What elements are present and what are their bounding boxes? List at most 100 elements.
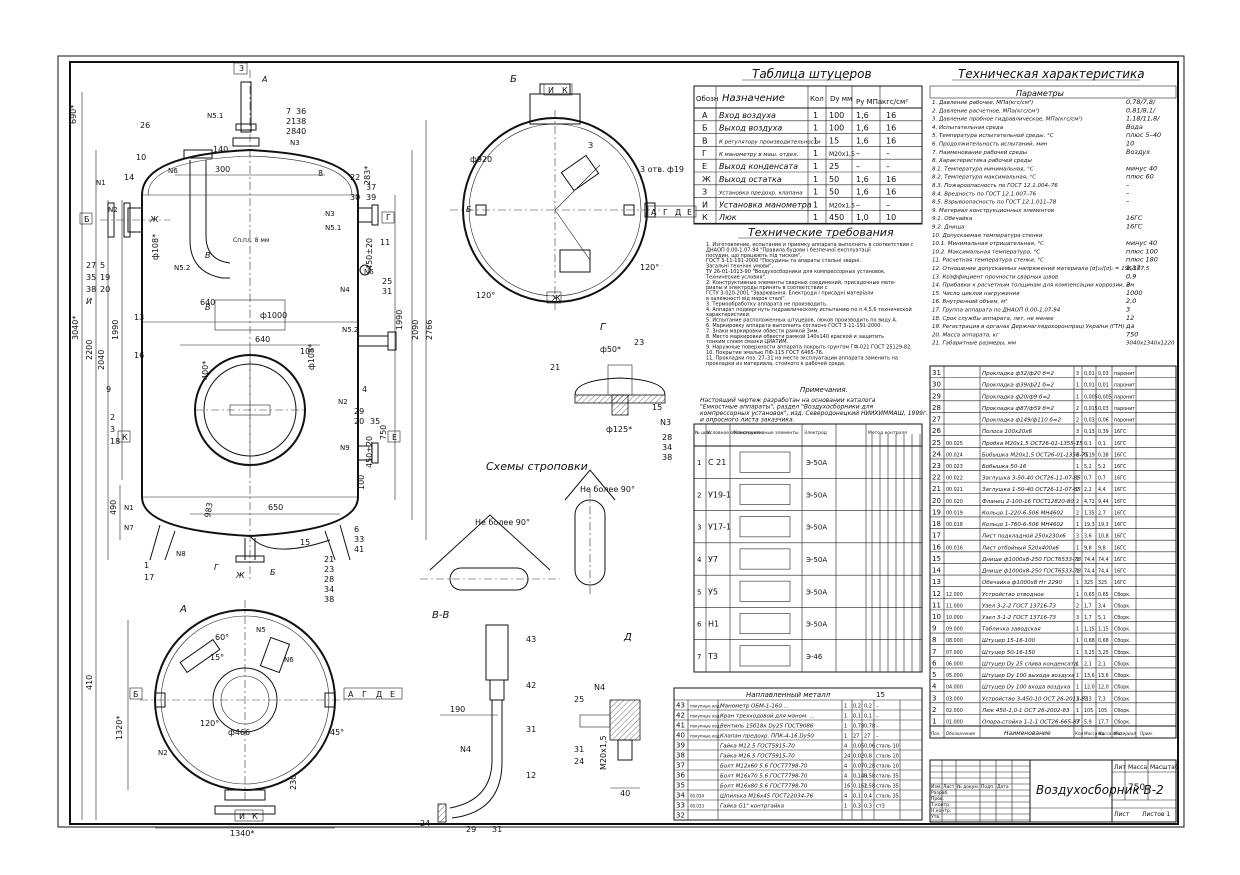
bom-right-cell: 05.000 [946, 673, 963, 679]
bom-left-cell: 4 [844, 774, 847, 780]
nozzle-row-qty: 1 [813, 188, 818, 197]
tech-req-line: 4. Аппарат подвергнуть гидравлическому и… [706, 306, 912, 313]
bom-right-cell: Заглушка 1-50-40 ОСТ26-11-07-85 [982, 487, 1081, 493]
tech-req-note-line: "Емкостные аппараты", раздел "Воздухосбо… [700, 404, 874, 411]
tech-req-line: характеристики. [706, 312, 751, 318]
callout: 20 [354, 417, 364, 426]
callout: N6 [364, 268, 374, 276]
view-b-labels: Б И К Б А Г Д Е Ж З ф920 3 отв. ф19 120°… [466, 74, 697, 304]
bom-right-cell: Фланец 2-100-16 ГОСТ12820-80 [982, 499, 1074, 505]
tech-char-param: 18. Срок службы аппарата, лет, не менее [932, 316, 1054, 322]
callout: А [261, 75, 267, 84]
bom-left-cell: Болт М16х70 5.6 ГОСТ7798-70 [720, 774, 808, 780]
bom-right-cell: 1 [1076, 627, 1079, 633]
weld-row-electrode: Э-50А [806, 588, 827, 596]
bom-right-cell: Табличка заводская [982, 627, 1041, 633]
bom-right-footer: Масса ед. [1084, 731, 1105, 736]
bom-right-cell: Узел 3-2-2 ГОСТ 13716-73 [982, 603, 1056, 609]
bom-right-cell: 25 [932, 439, 941, 447]
nozzle-row-pkgs: 10 [886, 213, 896, 222]
callout: 8 [318, 169, 323, 178]
dim-283: 283* [363, 166, 372, 185]
view-d-drawing [579, 699, 641, 761]
bom-right-cell: 26 [932, 427, 941, 435]
view-a-angle: 120° [200, 719, 219, 728]
nozzle-row-purpose: К манометру в маш. отдел. [719, 152, 799, 158]
bom-right-cell: 74,4 [1098, 569, 1109, 575]
bom-right-cell: 00.023 [946, 464, 963, 470]
bom-right-cell: 03.000 [946, 696, 963, 702]
nozzle-row-qty: 1 [813, 149, 818, 158]
bom-right-cell: 1 [1076, 685, 1079, 691]
tech-char-value: 1000 [1126, 289, 1143, 297]
nozzle-row-pmpa: 1,6 [856, 188, 869, 197]
view-a-angle: 15° [210, 653, 224, 662]
tech-req-line: 11. Прокладки поз. 27–31 на место эксплу… [706, 355, 898, 361]
weld-header: Конструктивные элементы [734, 430, 799, 436]
tech-char-value: 10 [1126, 140, 1134, 148]
weld-header: № шва [695, 430, 711, 436]
callout: N5.1 [207, 112, 223, 120]
bom-right-cell: 1,35 [1084, 510, 1095, 516]
callout: К [122, 433, 128, 442]
weld-header: Условное обозначение [707, 430, 761, 436]
bom-right-cell: 23 [932, 462, 941, 470]
nozzle-row-pkgs: 16 [886, 188, 896, 197]
tech-req-line: Загальні технічні умови", [706, 264, 773, 270]
bom-right-cell: 3,4 [1098, 603, 1106, 609]
tech-req-line: Технические условия". [705, 274, 767, 280]
tech-char-value: 1,17 [1126, 264, 1141, 272]
bom-right-cell: 4,4 [1098, 487, 1106, 493]
nozzle-row-pkgs: 16 [886, 175, 896, 184]
bom-left-cell: 27 [853, 734, 859, 740]
bom-right-cell: 00.022 [946, 476, 963, 482]
view-g-callout: 28 [662, 433, 672, 442]
bom-right-cell: 13,6 [1084, 673, 1095, 679]
bom-left-cell: 4 [844, 794, 847, 800]
bom-right-cell: 19 [932, 508, 941, 516]
bom-right-cell: Бобышка 50-16 [982, 464, 1027, 470]
bom-right-cell: 0,7 [1098, 476, 1106, 482]
bom-left-cell: 0,8 [864, 754, 872, 760]
view-d-callout: 24 [574, 757, 584, 766]
bom-right-cell: 28 [932, 404, 941, 412]
bom-left-cell: 36 [676, 772, 685, 780]
tb-row-label: Разраб. [931, 790, 949, 796]
sling-angle-2: Не более 90° [580, 485, 635, 494]
tb-mass-value: 750 [1128, 783, 1145, 793]
bom-left-cell: Манометр ОБМ-1-160 ... [720, 704, 789, 710]
tech-req-line: посудин, що працюють під тиском", [706, 253, 802, 259]
bom-right-cell: 2 [1076, 510, 1079, 516]
callout: 15 [300, 538, 310, 547]
view-a-drawing [140, 600, 350, 815]
view-b-tag: З [588, 141, 593, 150]
bom-left-cell: 1 [844, 714, 847, 720]
tech-char-param: 19. Регистрация в органах Держнаглядохор… [932, 324, 1125, 330]
tb-header-label: Изм. [931, 784, 942, 790]
bom-right-cell: Опора-стойка 1-1-1 ОСТ26-665-87 [982, 720, 1080, 726]
tech-char-param: 10.1. Минимальная отрицательная, °С [932, 241, 1044, 247]
view-vv-callout: N4 [460, 745, 471, 754]
dim-2090: 2090 [411, 320, 420, 340]
view-d-dim: М20х1,5 [599, 735, 608, 770]
tech-char-param: 7. Наименование рабочей среды [932, 150, 1028, 156]
nozzle-row-pkgs: – [886, 149, 890, 158]
bom-right-cell: 12 [932, 590, 941, 598]
bom-right-cell: Сборк. [1114, 592, 1131, 598]
bom-right-cell: 27 [932, 416, 941, 424]
view-b-angle: 120° [640, 263, 659, 272]
bom-right-cell: 0,01 [1084, 383, 1095, 389]
bom-right-cell: 1 [1076, 476, 1079, 482]
bom-right-footer: Поз. [931, 731, 940, 736]
bom-right-cell: 06.000 [946, 661, 963, 667]
dim-2200: 2200 [85, 340, 94, 360]
callout: В [205, 251, 211, 260]
bom-right-cell: 3,25 [1098, 650, 1109, 656]
callout: Б [270, 568, 276, 577]
bom-left-cell: 35 [676, 782, 685, 790]
bom-right-cell: 325 [1098, 580, 1107, 586]
callout: 33 [354, 535, 364, 544]
nozzle-row-purpose: Установка манометра [719, 200, 812, 209]
